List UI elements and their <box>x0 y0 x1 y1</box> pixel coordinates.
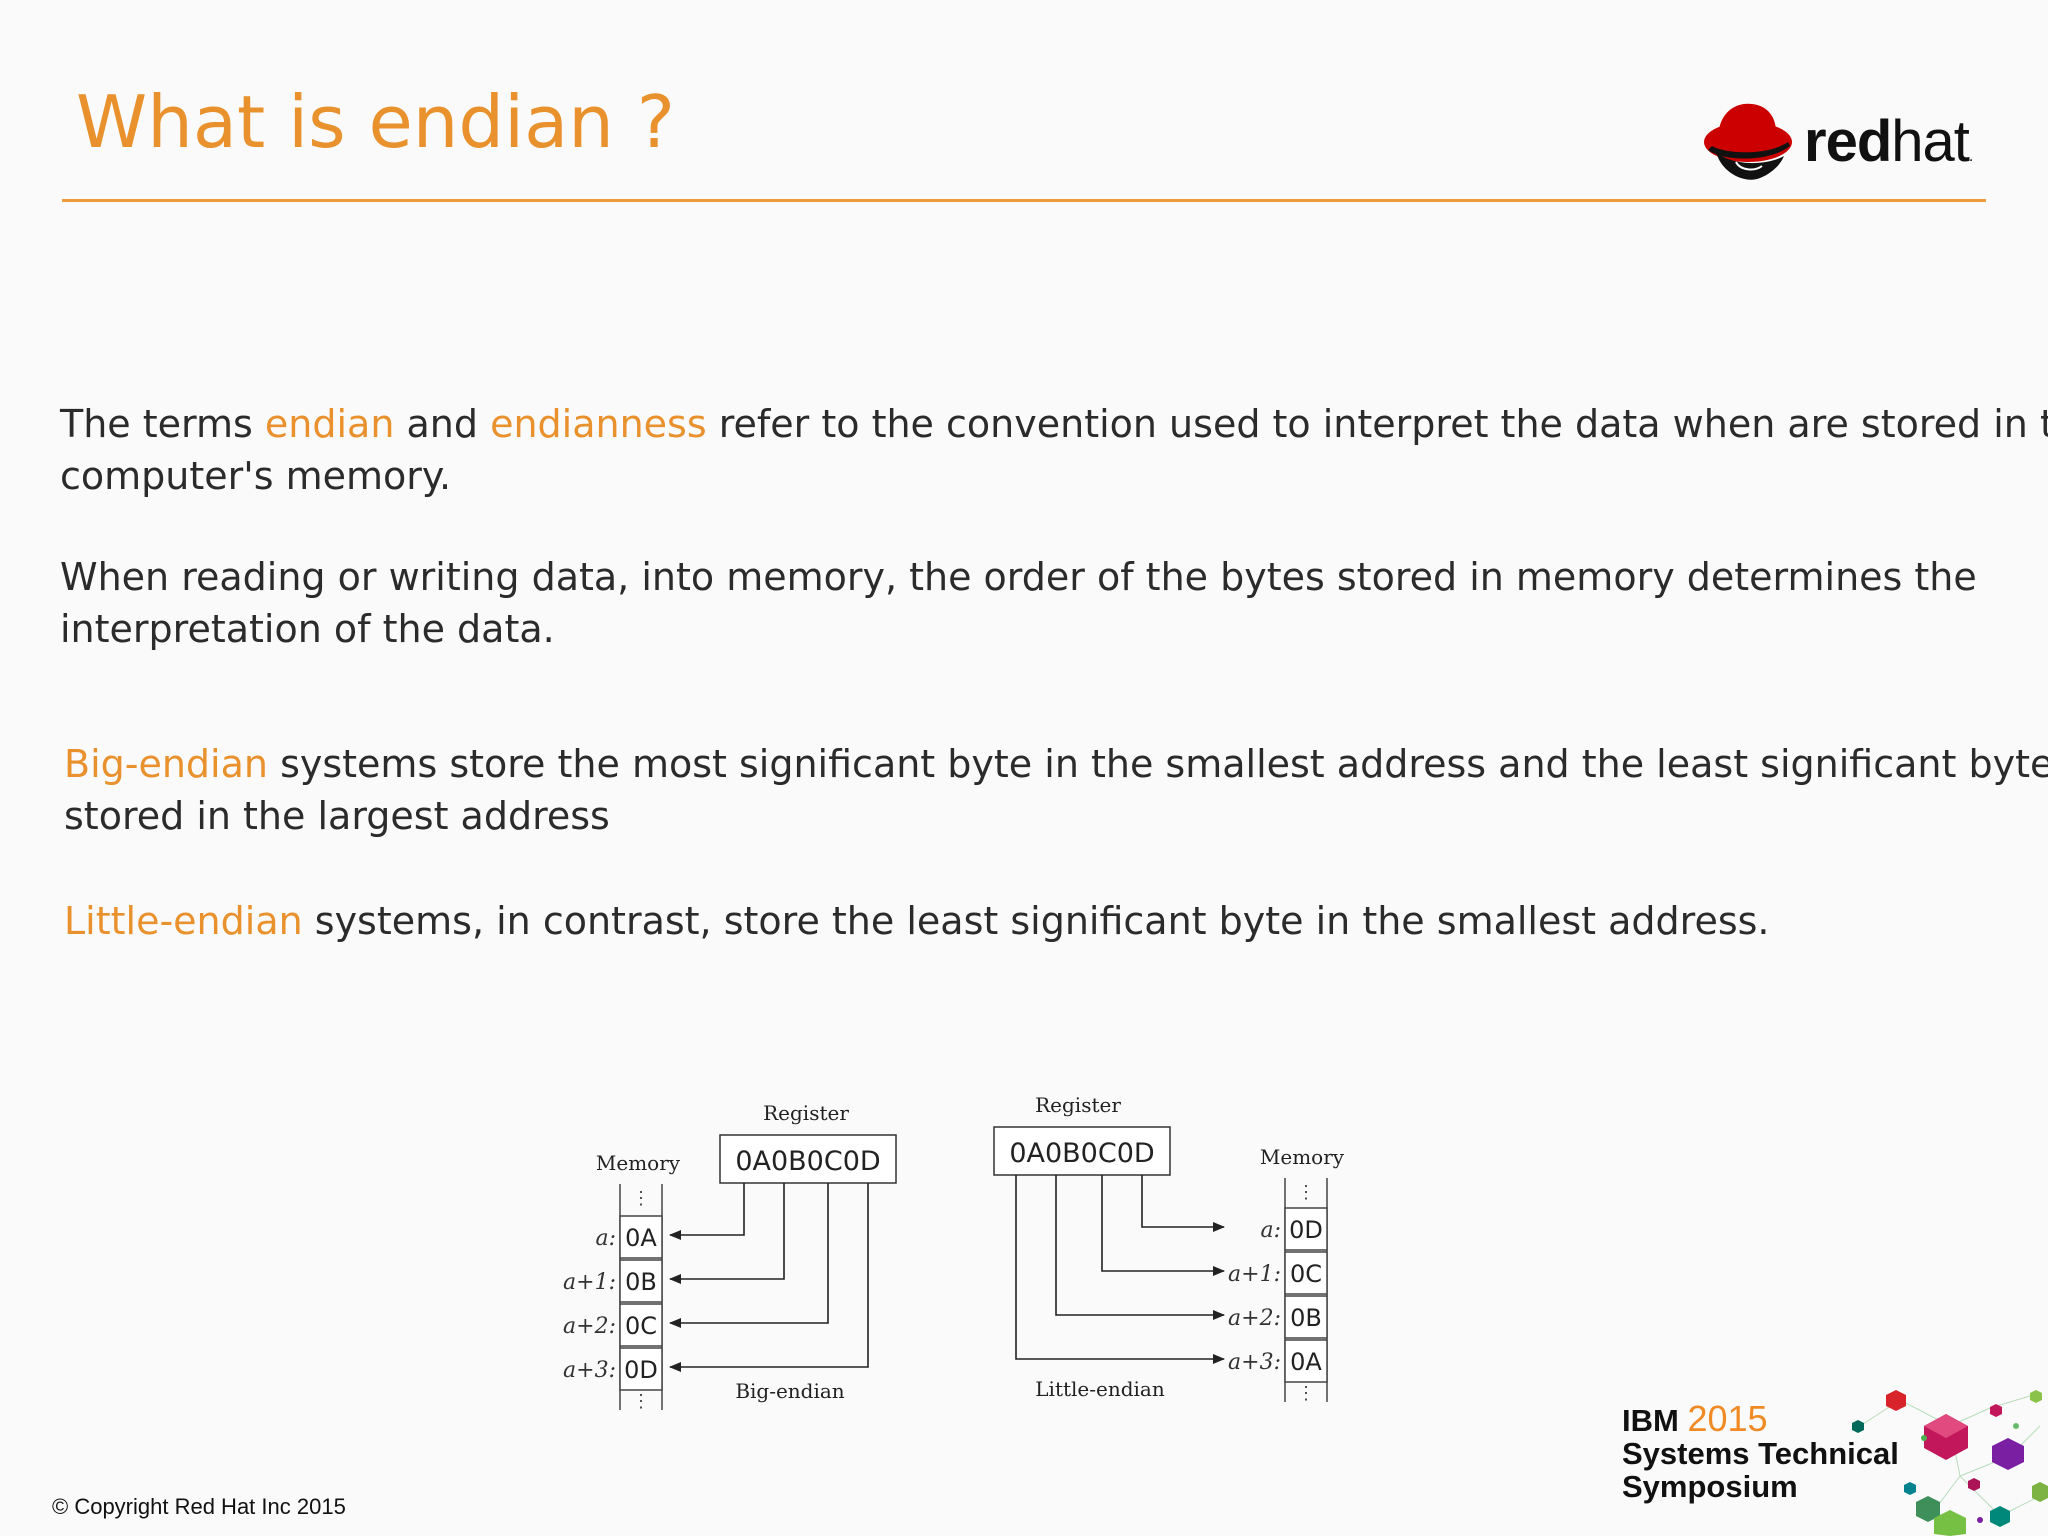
paragraph-little-endian: Little-endian systems, in contrast, stor… <box>64 895 1770 947</box>
paragraph-line: The terms endian and endianness refer to… <box>60 398 2048 450</box>
little-arrow <box>1141 1175 1225 1232</box>
title-divider <box>62 199 1986 202</box>
little-cell-value: 0B <box>1290 1304 1322 1332</box>
big-memory-ellipsis-top: ⋮ <box>632 1188 650 1209</box>
text-span: The terms <box>60 402 265 446</box>
little-register-value: 0A0B0C0D <box>1009 1138 1154 1169</box>
big-memory-cell <box>619 1259 663 1303</box>
redhat-logo: redhat. <box>1696 96 1996 186</box>
text-span: systems store the most significant byte … <box>267 742 2048 786</box>
redhat-wordmark: redhat. <box>1804 108 1974 175</box>
paragraph-endianness: The terms endian and endianness refer to… <box>60 398 2048 502</box>
term-big-endian: Big-endian <box>64 742 268 786</box>
little-memory-cell <box>1284 1207 1328 1251</box>
text-span: refer to the convention used to interpre… <box>706 402 2048 446</box>
paragraph-line: Little-endian systems, in contrast, stor… <box>64 895 1770 947</box>
big-endian-caption: Big-endian <box>735 1379 844 1403</box>
little-arrow <box>1015 1175 1225 1364</box>
event-company: IBM <box>1622 1403 1679 1438</box>
big-memory-label: Memory <box>596 1151 681 1175</box>
slide-title: What is endian ? <box>76 80 675 164</box>
big-cell-address: a+2: <box>563 1314 616 1339</box>
paragraph-line: computer's memory. <box>60 454 452 498</box>
little-memory-cell <box>1284 1251 1328 1295</box>
shadowman-icon <box>1704 103 1792 180</box>
little-cell-address: a+1: <box>1228 1262 1281 1287</box>
little-memory-cell <box>1284 1295 1328 1339</box>
event-year: 2015 <box>1687 1398 1768 1439</box>
little-arrow <box>1101 1175 1225 1276</box>
big-register-label: Register <box>763 1101 849 1125</box>
event-branding: IBM 2015 Systems Technical Symposium <box>1622 1401 1899 1504</box>
big-memory-cell <box>619 1303 663 1347</box>
big-cell-value: 0A <box>625 1224 657 1252</box>
paragraph-line: stored in the largest address <box>64 794 610 838</box>
big-cell-value: 0C <box>625 1312 657 1340</box>
little-cell-address: a+3: <box>1228 1350 1281 1375</box>
paragraph-big-endian: Big-endian systems store the most signif… <box>64 738 2048 842</box>
term-little-endian: Little-endian <box>64 899 303 943</box>
text-span: systems, in contrast, store the least si… <box>302 899 1770 943</box>
little-memory-cell <box>1284 1339 1328 1383</box>
paragraph-line: When reading or writing data, into memor… <box>60 555 1977 599</box>
big-arrow <box>669 1183 785 1284</box>
little-cell-address: a+2: <box>1228 1306 1281 1331</box>
big-register-box <box>719 1134 897 1184</box>
little-cell-value: 0C <box>1290 1260 1322 1288</box>
little-arrow <box>1055 1175 1225 1320</box>
paragraph-line: Big-endian systems store the most signif… <box>64 738 2048 790</box>
wordmark-red: red <box>1804 109 1892 174</box>
paragraph-line: interpretation of the data. <box>60 607 555 651</box>
big-cell-address: a+1: <box>563 1270 616 1295</box>
little-cell-value: 0A <box>1290 1348 1322 1376</box>
big-cell-value: 0D <box>624 1356 658 1384</box>
big-cell-value: 0B <box>625 1268 657 1296</box>
little-endian-caption: Little-endian <box>1035 1377 1165 1401</box>
copyright-notice: © Copyright Red Hat Inc 2015 <box>52 1494 346 1519</box>
little-memory-ellipsis-top: ⋮ <box>1297 1182 1315 1203</box>
term-endian: endian <box>264 402 395 446</box>
big-cell-address: a: <box>595 1226 616 1251</box>
big-register-value: 0A0B0C0D <box>735 1146 880 1177</box>
endianness-diagram: Register 0A0B0C0D Memory ⋮ ⋮ 0A 0B 0C 0D… <box>563 1093 1345 1412</box>
event-title-line: Systems Technical <box>1622 1436 1899 1471</box>
little-endian-diagram: Register 0A0B0C0D Memory ⋮ ⋮ 0D 0C 0B 0A… <box>993 1093 1345 1404</box>
little-register-label: Register <box>1035 1093 1121 1117</box>
text-span: and <box>394 402 491 446</box>
little-memory-label: Memory <box>1260 1145 1345 1169</box>
big-arrow <box>669 1183 869 1372</box>
big-memory-ellipsis-bottom: ⋮ <box>632 1391 650 1412</box>
event-title-line: IBM 2015 <box>1622 1401 1899 1438</box>
paragraph-byte-order: When reading or writing data, into memor… <box>60 551 1977 655</box>
wordmark-mark: . <box>1968 148 1974 165</box>
big-memory-cell <box>619 1215 663 1259</box>
big-arrow <box>669 1183 745 1240</box>
big-cell-address: a+3: <box>563 1358 616 1383</box>
big-endian-diagram: Register 0A0B0C0D Memory ⋮ ⋮ 0A 0B 0C 0D… <box>563 1101 897 1412</box>
big-arrow <box>669 1183 829 1328</box>
big-memory-cell <box>619 1347 663 1391</box>
little-cell-value: 0D <box>1289 1216 1323 1244</box>
little-register-box <box>993 1126 1171 1176</box>
cubes-graphic-icon <box>1852 1390 2048 1536</box>
little-cell-address: a: <box>1260 1218 1281 1243</box>
event-title-line: Symposium <box>1622 1469 1798 1504</box>
wordmark-hat: hat <box>1891 109 1970 174</box>
term-endianness: endianness <box>490 402 707 446</box>
little-memory-ellipsis-bottom: ⋮ <box>1297 1383 1315 1404</box>
